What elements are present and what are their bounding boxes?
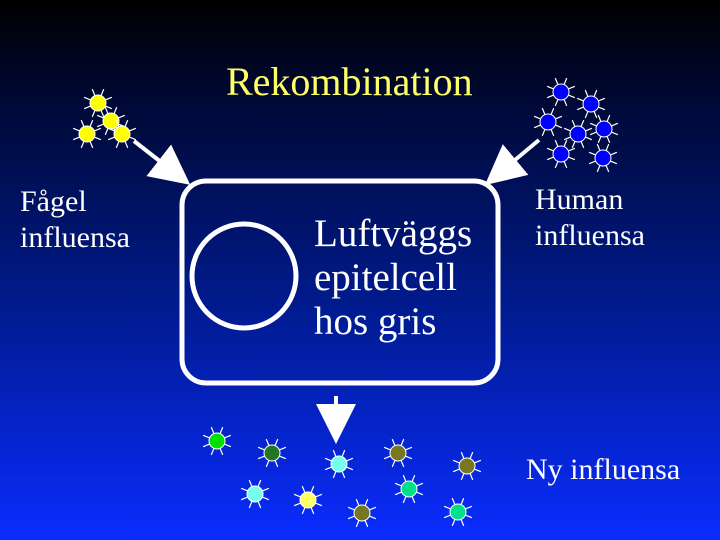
bird-virus [72,119,102,149]
new-virus [257,438,287,468]
new-virus [394,474,424,504]
human-virus [546,139,576,169]
title: Rekombination [226,59,473,104]
human-virus [588,143,618,173]
new-virus [324,449,354,479]
new-virus [443,497,473,527]
human-virus [589,114,619,144]
human-virus [576,89,606,119]
human-flu-label: Human influensa [535,183,645,252]
virus-particles [72,77,619,528]
new-virus [383,438,413,468]
human-virus [563,119,593,149]
new-flu-label: Ny influensa [526,453,681,486]
bird-virus [107,119,137,149]
arrow-bird-to-cell [132,139,191,185]
new-virus [452,451,482,481]
cell-nucleus [189,221,299,331]
bird-flu-label: Fågel influensa [20,185,130,254]
pig-epithelial-cell [179,178,501,386]
new-virus [240,479,270,509]
human-virus [533,107,563,137]
bird-virus [83,88,113,118]
arrow-human-to-cell [484,138,541,186]
cell-label: Luftväggs epitelcell hos gris [314,212,473,343]
new-virus [202,426,232,456]
new-virus [347,498,377,528]
new-virus [293,485,323,515]
human-virus [546,77,576,107]
